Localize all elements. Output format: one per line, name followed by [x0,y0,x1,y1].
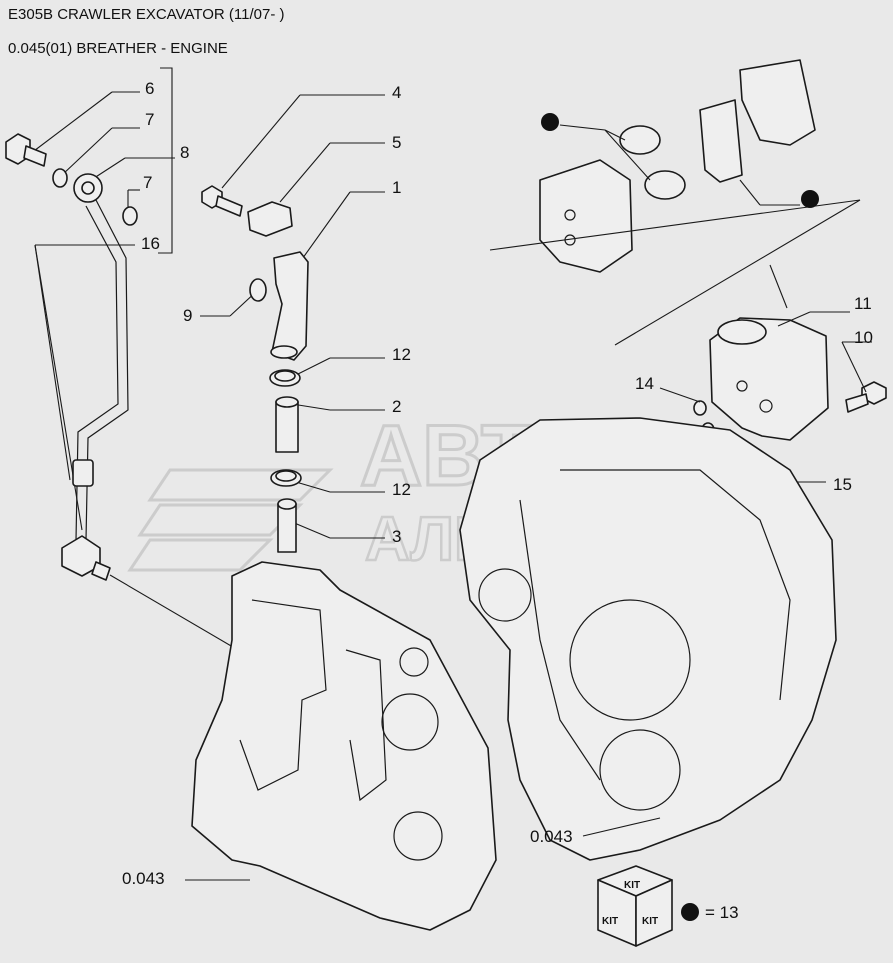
diagram-subtitle: 0.045(01) BREATHER - ENGINE [8,40,228,57]
flywheel-housing-right [459,417,837,861]
gear-housing-left [185,561,497,931]
part-7-washer [52,168,68,188]
part-3-pipe [277,498,297,553]
kit-box-right [635,879,673,947]
kit-label-top: KIT [624,880,640,891]
part-10-screw [845,381,887,413]
center-callout-leaders [200,94,385,539]
callout-1: 1 [392,178,401,197]
part-12-clamp-lower [270,469,302,487]
callout-0-043-left: 0.043 [122,869,165,888]
callout-9: 9 [183,306,192,325]
callout-7-lower: 7 [143,173,152,192]
callout-12-lower: 12 [392,480,411,499]
part-4-screw [201,185,243,217]
part-11-breather-housing [709,317,829,441]
part-14-washer [693,400,707,416]
callout-16: 16 [141,234,160,253]
callout-14: 14 [635,374,654,393]
callout-7: 7 [145,110,154,129]
callout-10: 10 [854,328,873,347]
part-9-o-ring [249,278,267,302]
part-12-clamp-upper [269,369,301,387]
callout-12-upper: 12 [392,345,411,364]
kit-legend: KIT KIT KIT = 13 [597,865,739,947]
kit-dot-upper-left [541,113,559,131]
diagram-title: E305B CRAWLER EXCAVATOR (11/07- ) [8,6,285,23]
kit-label-left: KIT [602,916,618,927]
callout-0-043-right: 0.043 [530,827,573,846]
part-2-hose [275,396,299,453]
callout-8: 8 [180,143,189,162]
kit-dot-upper-right [801,190,819,208]
callout-3: 3 [392,527,401,546]
left-callout-leaders [21,67,239,651]
part-6-banjo-bolt [5,133,47,167]
callout-2: 2 [392,397,401,416]
callout-15: 15 [833,475,852,494]
kit-dot-legend [681,903,699,921]
callout-labels: 6 7 8 7 16 4 5 1 9 12 2 12 3 11 10 14 15… [122,79,873,888]
kit-legend-text: = 13 [705,903,739,922]
part-8-banjo-union [73,173,103,203]
part-1-elbow-pipe [270,251,309,361]
part-7-washer-lower [122,206,138,226]
part-16-breather-pipe [61,199,129,581]
breather-assembly-detail [489,59,861,346]
callout-5: 5 [392,133,401,152]
callout-6: 6 [145,79,154,98]
part-5-bracket [247,201,293,237]
callout-4: 4 [392,83,401,102]
kit-label-right: KIT [642,916,658,927]
callout-11: 11 [854,294,872,313]
